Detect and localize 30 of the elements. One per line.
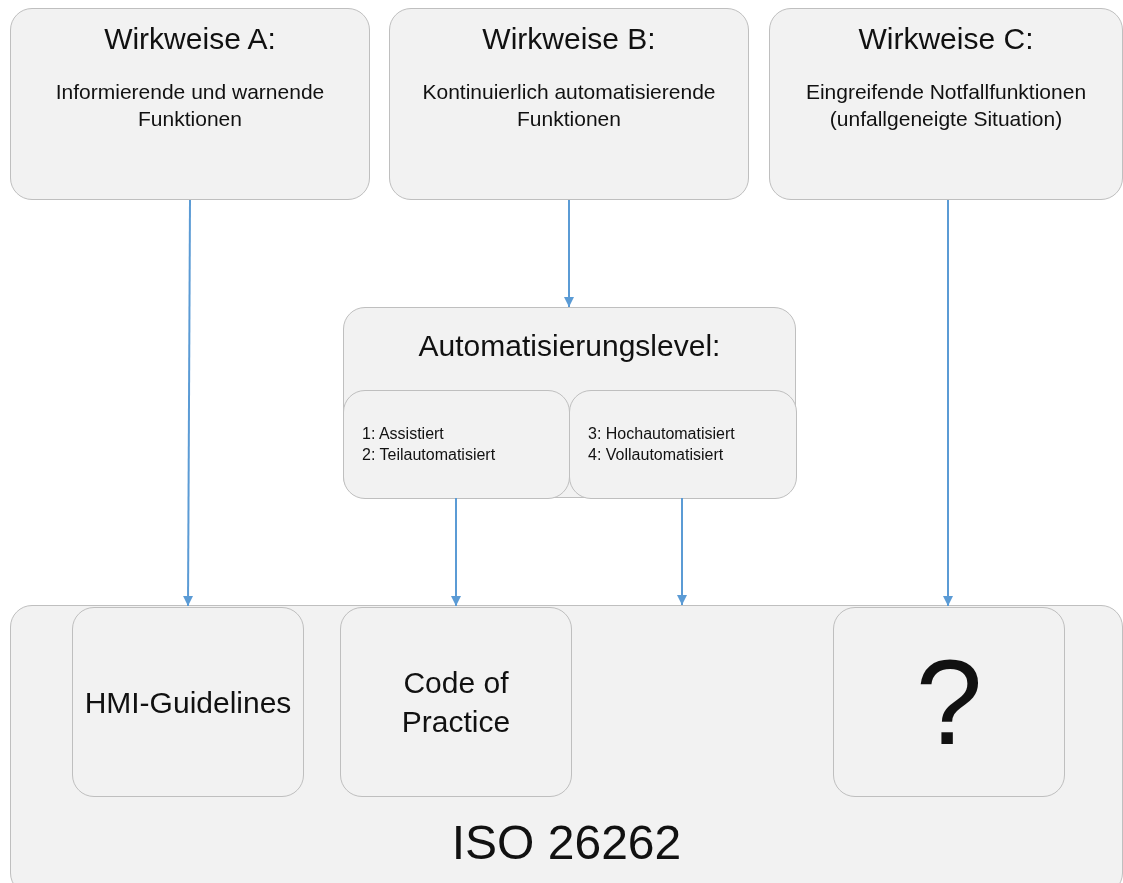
guideline-box xyxy=(340,607,572,797)
arrow xyxy=(564,199,574,308)
level-list-box xyxy=(343,390,570,499)
level-item: 4: Vollautomatisiert xyxy=(588,444,724,465)
box-heading: Automatisierungslevel: xyxy=(418,328,721,364)
question-mark: ? xyxy=(915,634,983,771)
box-label: HMI-Guidelines xyxy=(84,684,292,721)
arrow xyxy=(943,199,953,607)
box-description: Eingreifende Notfallfunktionen (unfallgeneigte Situation) xyxy=(804,79,1088,133)
box-heading: Wirkweise A: xyxy=(104,21,276,57)
arrow xyxy=(183,199,194,607)
box-description: Informierende und warnende Funktionen xyxy=(54,79,326,133)
guideline-box xyxy=(72,607,304,797)
level-item: 3: Hochautomatisiert xyxy=(588,423,735,444)
standard-box xyxy=(10,605,1123,883)
box-heading: Wirkweise B: xyxy=(482,21,656,57)
level-box xyxy=(343,307,796,498)
box-heading: Wirkweise C: xyxy=(858,21,1034,57)
box-label: Code of Practice xyxy=(400,665,512,740)
unknown-box xyxy=(833,607,1065,797)
function-box xyxy=(769,8,1123,200)
level-item: 2: Teilautomatisiert xyxy=(362,444,496,465)
arrow xyxy=(677,497,687,606)
function-box xyxy=(389,8,749,200)
arrow xyxy=(451,497,461,607)
box-description: Kontinuierlich automatisierende Funktionen xyxy=(421,79,717,133)
level-list-box xyxy=(569,390,797,499)
function-box xyxy=(10,8,370,200)
standard-label: ISO 26262 xyxy=(451,814,682,871)
level-item: 1: Assistiert xyxy=(362,423,444,444)
